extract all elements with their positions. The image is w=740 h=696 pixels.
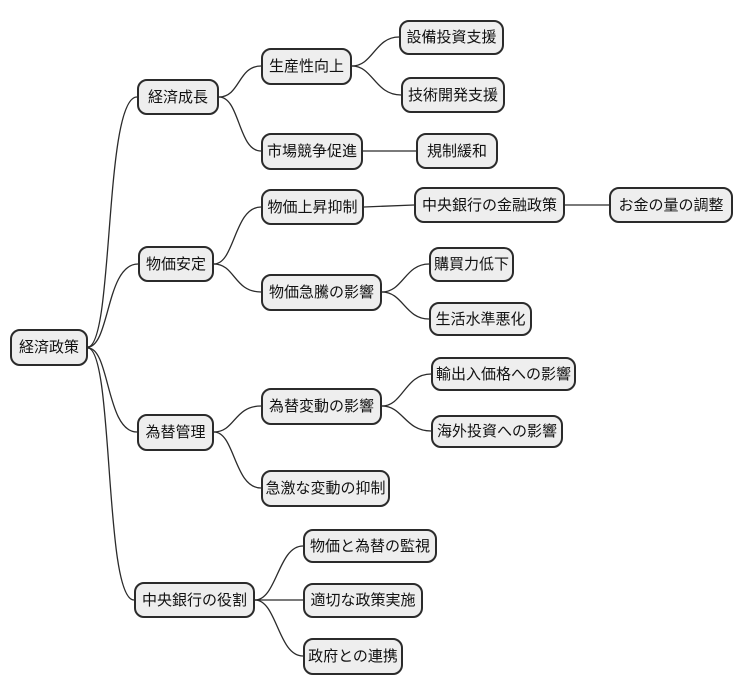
edge-productivity-capex <box>351 36 400 67</box>
edge-root-economic-growth <box>87 96 138 348</box>
node-price-rise-suppression: 物価上昇抑制 <box>261 189 364 225</box>
node-appropriate-policy: 適切な政策実施 <box>303 583 423 618</box>
node-market-competition: 市場競争促進 <box>261 133 363 170</box>
edge-role-government <box>254 599 304 657</box>
node-price-surge-impact: 物価急騰の影響 <box>261 274 382 311</box>
node-capex-support: 設備投資支援 <box>399 20 504 55</box>
node-trade-price-impact: 輸出入価格への影響 <box>431 357 576 391</box>
node-rapid-change-suppression: 急激な変動の抑制 <box>261 470 390 507</box>
node-government-cooperation: 政府との連携 <box>303 638 403 675</box>
edge-surge-living-standard <box>381 291 430 320</box>
node-price-fx-monitoring: 物価と為替の監視 <box>303 529 437 563</box>
edge-surge-purchasing-power <box>381 263 430 293</box>
node-living-standard-deterioration: 生活水準悪化 <box>429 302 532 336</box>
node-economic-growth: 経済成長 <box>137 79 219 115</box>
node-price-stability: 物価安定 <box>138 246 214 282</box>
node-economic-policy-root: 経済政策 <box>10 329 88 366</box>
edge-stability-surge <box>213 263 262 293</box>
node-purchasing-power-decline: 購買力低下 <box>429 247 514 282</box>
edge-root-fx-management <box>87 347 138 433</box>
node-central-bank-monetary-policy: 中央銀行の金融政策 <box>414 187 565 223</box>
node-foreign-investment-impact: 海外投資への影響 <box>431 415 563 448</box>
edge-root-central-bank-role <box>87 347 135 601</box>
edge-root-price-stability <box>87 263 139 348</box>
node-money-supply-adjustment: お金の量の調整 <box>609 187 733 223</box>
node-deregulation: 規制緩和 <box>416 133 498 169</box>
node-tech-development-support: 技術開発支援 <box>401 77 505 113</box>
edge-growth-competition <box>218 96 262 152</box>
node-fx-management: 為替管理 <box>137 414 214 451</box>
edge-stability-suppression <box>213 206 262 265</box>
edge-productivity-tech <box>351 65 402 96</box>
edge-fluctuation-trade-prices <box>381 373 432 407</box>
node-fx-fluctuation-impact: 為替変動の影響 <box>261 388 382 425</box>
edge-fx-rapid-change <box>213 431 262 489</box>
edge-fluctuation-investment <box>381 405 432 432</box>
node-central-bank-role: 中央銀行の役割 <box>134 582 255 618</box>
edge-suppression-monetary <box>363 204 415 208</box>
edge-growth-productivity <box>218 65 262 98</box>
edge-role-monitoring <box>254 545 304 601</box>
node-productivity-improvement: 生産性向上 <box>261 48 352 85</box>
edge-fx-fluctuation <box>213 405 262 433</box>
